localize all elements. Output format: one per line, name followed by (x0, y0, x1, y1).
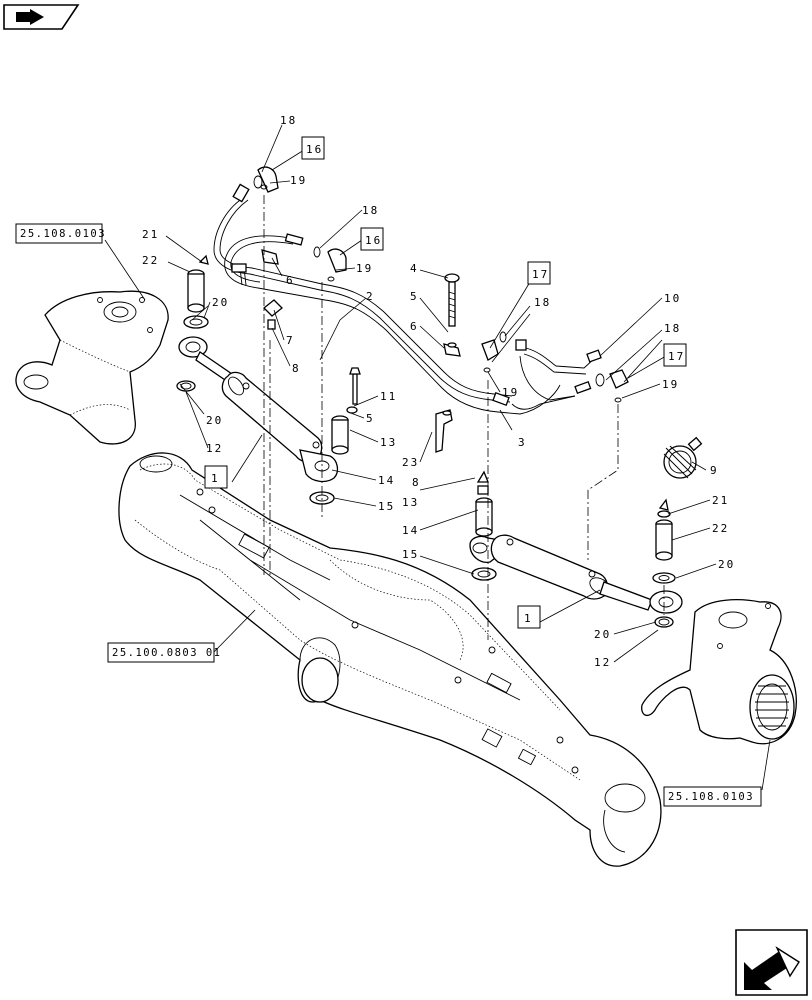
callout-14: 14 (378, 474, 395, 487)
callout-21: 21 (712, 494, 729, 507)
callout-2: 2 (366, 290, 375, 303)
callout-5: 5 (410, 290, 419, 303)
callout-19: 19 (290, 174, 307, 187)
callout-23: 23 (402, 456, 419, 469)
callout-labels: 18 19 16 18 16 19 21 22 20 6 7 8 2 4 5 6… (142, 114, 735, 669)
fittings (253, 166, 703, 479)
callout-15: 15 (402, 548, 419, 561)
callout-1: 1 (211, 472, 220, 485)
callout-21: 21 (142, 228, 159, 241)
callout-18: 18 (362, 204, 379, 217)
callout-18: 18 (280, 114, 297, 127)
callout-4: 4 (410, 262, 419, 275)
reference-knuckle-right[interactable]: 25.108.0103 (668, 791, 754, 803)
callout-13: 13 (380, 436, 397, 449)
callout-17: 17 (532, 268, 549, 281)
callout-17: 17 (668, 350, 685, 363)
axle-housing (118, 452, 662, 867)
assembly-axis-lines (263, 195, 665, 640)
callout-14: 14 (402, 524, 419, 537)
callout-15: 15 (378, 500, 395, 513)
callout-7: 7 (286, 334, 295, 347)
callout-5: 5 (366, 412, 375, 425)
callout-1: 1 (524, 612, 533, 625)
callout-16: 16 (306, 143, 323, 156)
page-back-arrow-icon[interactable] (3, 4, 80, 30)
callout-6: 6 (410, 320, 419, 333)
callout-19: 19 (662, 378, 679, 391)
right-steering-knuckle (641, 599, 797, 745)
reference-labels: 25.108.0103 25.100.0803 01 25.108.0103 (20, 228, 754, 803)
callout-boxes (15, 136, 762, 807)
callout-22: 22 (142, 254, 159, 267)
reference-axle-housing[interactable]: 25.100.0803 01 (112, 647, 222, 659)
callout-13: 13 (402, 496, 419, 509)
callout-22: 22 (712, 522, 729, 535)
callout-20: 20 (718, 558, 735, 571)
callout-18: 18 (534, 296, 551, 309)
leader-lines (104, 124, 771, 791)
callout-3: 3 (518, 436, 527, 449)
callout-20: 20 (206, 414, 223, 427)
left-steering-knuckle (15, 290, 169, 445)
left-steering-cylinder (176, 254, 361, 505)
callout-20: 20 (594, 628, 611, 641)
callout-18: 18 (664, 322, 681, 335)
callout-11: 11 (380, 390, 397, 403)
callout-20: 20 (212, 296, 229, 309)
reference-knuckle-left[interactable]: 25.108.0103 (20, 228, 106, 240)
callout-8: 8 (292, 362, 301, 375)
callout-8: 8 (412, 476, 421, 489)
callout-19: 19 (356, 262, 373, 275)
callout-10: 10 (664, 292, 681, 305)
callout-12: 12 (206, 442, 223, 455)
callout-19: 19 (502, 386, 519, 399)
next-page-arrow-icon[interactable] (735, 929, 808, 996)
callout-6: 6 (286, 274, 295, 287)
right-steering-cylinder (469, 470, 683, 628)
callout-9: 9 (710, 464, 719, 477)
callout-12: 12 (594, 656, 611, 669)
callout-16: 16 (365, 234, 382, 247)
